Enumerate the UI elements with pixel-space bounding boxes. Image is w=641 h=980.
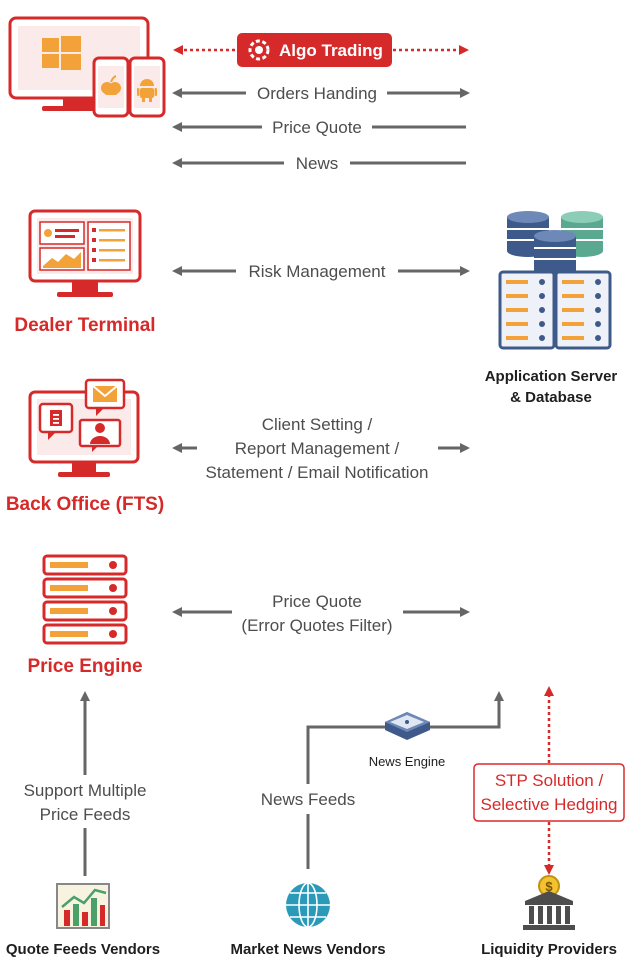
price-quote-filter-label-line2: (Error Quotes Filter) — [241, 616, 392, 635]
windows-icon — [42, 36, 81, 70]
devices-group — [8, 16, 166, 118]
server-rack-icon — [498, 270, 612, 350]
quote-feeds-vendors-label: Quote Feeds Vendors — [6, 941, 160, 958]
phone-android-icon — [128, 56, 166, 118]
price-engine-label: Price Engine — [27, 656, 142, 677]
risk-management-label: Risk Management — [248, 262, 385, 281]
algo-trading-badge: Algo Trading — [237, 33, 392, 67]
app-server-label-line2: & Database — [510, 389, 592, 406]
algo-gear-icon — [248, 39, 270, 61]
client-setting-label: Client Setting / — [262, 415, 373, 434]
android-icon — [137, 79, 157, 102]
apple-icon — [101, 75, 121, 95]
back-office-label: Back Office (FTS) — [6, 494, 164, 515]
orders-label: Orders Handing — [257, 84, 377, 103]
dealer-terminal-label: Dealer Terminal — [14, 315, 155, 336]
selective-hedging-label: Selective Hedging — [480, 795, 617, 814]
dealer-terminal-icon — [28, 209, 142, 297]
news-engine-label: News Engine — [369, 754, 446, 769]
database-icon — [507, 211, 603, 276]
stp-solution-box: STP Solution / Selective Hedging — [473, 763, 625, 822]
liquidity-providers-label: Liquidity Providers — [481, 941, 617, 958]
algo-trading-label: Algo Trading — [279, 41, 383, 60]
news-feeds-label: News Feeds — [261, 790, 355, 809]
support-multiple-label: Support Multiple — [24, 781, 147, 800]
news-feeds-line-top — [306, 725, 389, 784]
globe-icon — [286, 882, 330, 928]
price-quote-label: Price Quote — [272, 118, 362, 137]
price-engine-icon — [42, 554, 128, 645]
news-label: News — [296, 154, 339, 173]
svg-text:$: $ — [545, 879, 553, 894]
market-news-vendors-label: Market News Vendors — [230, 941, 385, 958]
report-management-label: Report Management / — [235, 439, 400, 458]
app-server-label-line1: Application Server — [485, 368, 618, 385]
price-feeds-label: Price Feeds — [40, 805, 131, 824]
chart-report-icon — [56, 883, 110, 929]
stp-solution-label: STP Solution / — [495, 771, 604, 790]
price-quote-filter-label-line1: Price Quote — [272, 592, 362, 611]
news-engine-arrow — [430, 691, 504, 729]
statement-email-label: Statement / Email Notification — [206, 463, 429, 482]
bank-icon: $ — [523, 875, 575, 930]
back-office-icon — [28, 378, 140, 477]
news-engine-icon — [385, 712, 430, 740]
